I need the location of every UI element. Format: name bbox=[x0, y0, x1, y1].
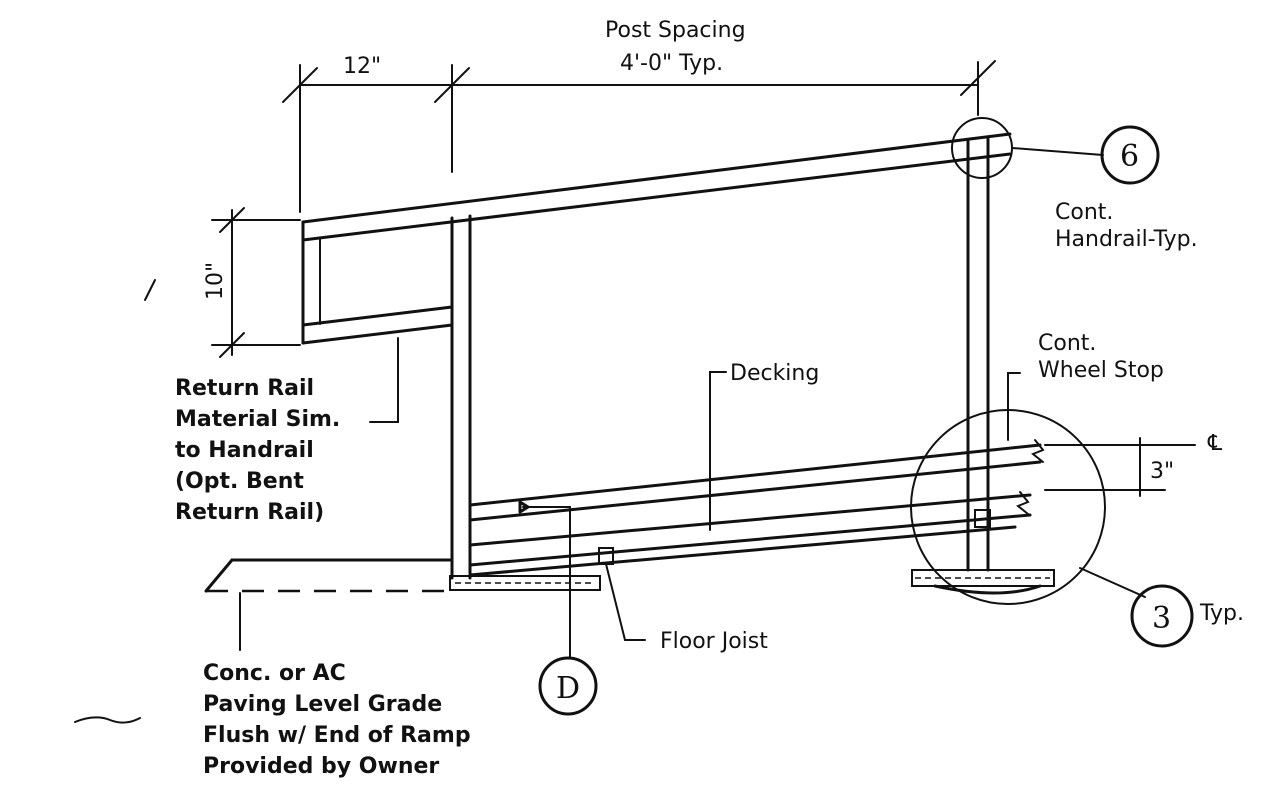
posts bbox=[450, 136, 990, 580]
detail-d-label: D bbox=[556, 671, 580, 706]
return-rail-note-line: (Opt. Bent bbox=[175, 469, 304, 494]
ramp-deck bbox=[468, 439, 1045, 577]
return-rail-note-line: Return Rail) bbox=[175, 500, 324, 525]
detail-6-label: 6 bbox=[1120, 139, 1139, 174]
return-rail-note: Return Rail Material Sim. to Handrail (O… bbox=[175, 376, 340, 525]
return-height-dimension: 10" bbox=[203, 262, 228, 300]
detail-6-bubble-ring bbox=[951, 117, 1013, 179]
detail-d-callout bbox=[538, 656, 598, 716]
detail-6-callout bbox=[1100, 125, 1160, 185]
paving-note-line: Conc. or AC bbox=[203, 661, 346, 686]
scan-mark bbox=[144, 279, 156, 301]
paving-note-line: Paving Level Grade bbox=[203, 692, 442, 717]
paving-note-line: Flush w/ End of Ramp bbox=[203, 723, 471, 748]
handrail-label-line2: Handrail-Typ. bbox=[1055, 227, 1198, 252]
paving bbox=[204, 558, 452, 651]
detail-3-callout bbox=[1130, 584, 1194, 648]
return-rail-note-line: Return Rail bbox=[175, 376, 314, 401]
post-spacing-label: Post Spacing bbox=[605, 18, 746, 43]
wheel-stop-label-line2: Wheel Stop bbox=[1038, 358, 1164, 383]
decking-label: Decking bbox=[730, 361, 819, 386]
footings bbox=[449, 569, 1055, 595]
return-length-dimension: 12" bbox=[343, 54, 381, 79]
centerline-symbol: ℄ bbox=[1207, 431, 1223, 456]
return-rail-note-line: Material Sim. bbox=[175, 407, 340, 432]
post-spacing-value: 4'-0" Typ. bbox=[620, 51, 723, 76]
paving-note: Conc. or AC Paving Level Grade Flush w/ … bbox=[203, 661, 471, 779]
handrail-label-line1: Cont. bbox=[1055, 200, 1113, 225]
scan-mark bbox=[74, 716, 141, 724]
floor-joist-label: Floor Joist bbox=[660, 629, 768, 654]
wheel-stop-label-line1: Cont. bbox=[1038, 331, 1096, 356]
detail-3-typ-label: Typ. bbox=[1199, 601, 1244, 626]
return-height-dimension-lines bbox=[211, 207, 301, 358]
top-dimension-lines bbox=[282, 60, 996, 213]
detail-3-label: 3 bbox=[1152, 601, 1171, 636]
handrail bbox=[301, 132, 1012, 345]
leader-lines bbox=[369, 337, 1196, 641]
wheel-stop-offset-dimension: 3" bbox=[1150, 459, 1174, 484]
wheel-stop-section bbox=[974, 509, 991, 528]
paving-note-line: Provided by Owner bbox=[203, 754, 439, 779]
return-rail-note-line: to Handrail bbox=[175, 438, 314, 463]
